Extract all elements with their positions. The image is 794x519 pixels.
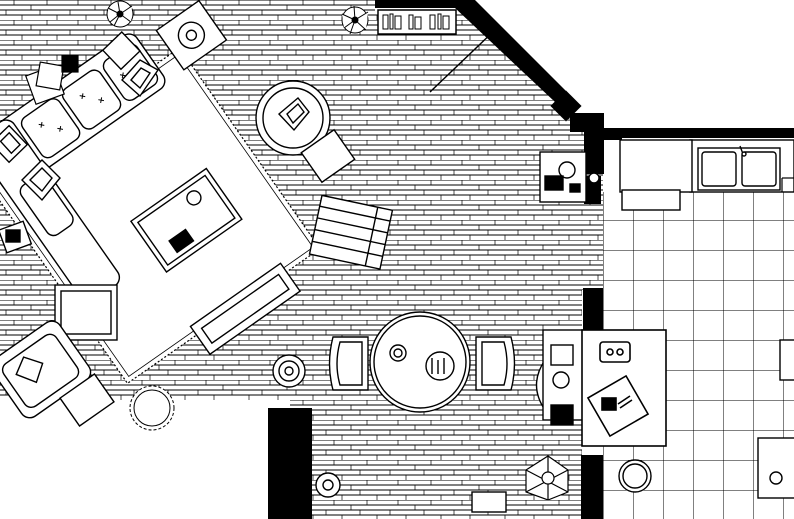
floor-lamp (272, 354, 306, 388)
potted-plant (525, 455, 569, 501)
side-table (0, 220, 33, 254)
stool (618, 459, 652, 493)
range-stove (621, 189, 681, 211)
doorway-mat (471, 491, 507, 513)
round-dining-table (369, 311, 471, 413)
magazine-stack (25, 55, 79, 105)
kitchen-cabinet (779, 339, 794, 381)
wooden-lounge-chair (308, 194, 394, 270)
cushion (21, 59, 160, 202)
side-table (539, 151, 600, 203)
round-side-table (300, 128, 356, 184)
side-table (155, 0, 228, 71)
bookshelf (377, 9, 457, 35)
side-table (59, 373, 115, 427)
counter-edge (781, 177, 794, 192)
potted-plant (106, 0, 134, 28)
side-table (542, 329, 584, 426)
kitchen-island (581, 329, 667, 447)
potted-plant (129, 385, 175, 431)
ottoman (54, 284, 118, 341)
kitchen-cabinet (757, 437, 794, 499)
dining-chair (328, 336, 369, 391)
tv-console (189, 262, 302, 356)
dining-chair (475, 336, 516, 391)
armchair (255, 80, 331, 156)
kitchen-sink (697, 145, 781, 191)
coffee-table (129, 167, 243, 273)
door (429, 27, 498, 93)
potted-plant (341, 5, 369, 35)
floor-lamp (315, 472, 341, 498)
sectional-sofa (0, 31, 166, 303)
